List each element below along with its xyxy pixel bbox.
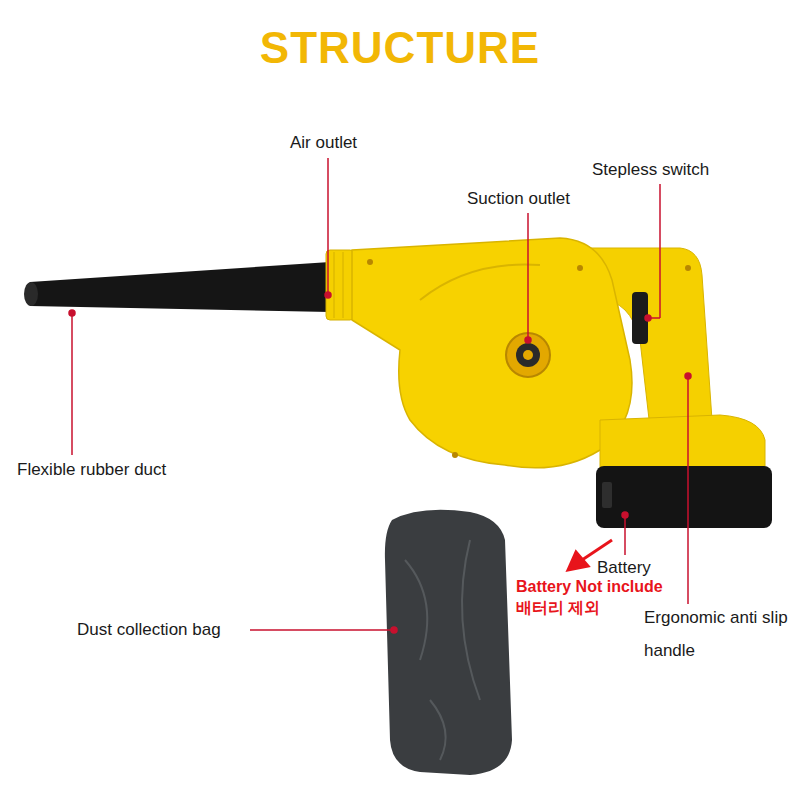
leader-dot xyxy=(391,627,397,633)
leader-line xyxy=(527,213,529,340)
bag-folds xyxy=(405,540,480,760)
leader-line xyxy=(71,313,73,455)
rubber-duct xyxy=(26,262,330,312)
leader-dot xyxy=(69,310,75,316)
part-label: Air outlet xyxy=(290,133,357,153)
battery-base xyxy=(600,415,765,468)
duct-mouth xyxy=(24,282,38,306)
collar-ridge xyxy=(334,252,335,318)
screw xyxy=(367,259,373,265)
part-label: Ergonomic anti slip handle xyxy=(644,601,794,667)
red-arrowhead xyxy=(568,552,588,570)
screw xyxy=(577,265,583,271)
part-label: Battery xyxy=(597,558,651,578)
suction-center xyxy=(523,350,533,360)
leader-dot xyxy=(622,512,628,518)
blower-body xyxy=(352,238,632,468)
leader-line xyxy=(659,184,661,318)
suction-grille xyxy=(506,333,550,377)
warning-note: 배터리 제외 xyxy=(516,598,600,618)
leader-line xyxy=(250,629,394,631)
suction-hub xyxy=(516,343,540,367)
leader-dot xyxy=(645,315,651,321)
battery-latch xyxy=(602,482,612,508)
leader-dot xyxy=(525,337,531,343)
diagram-title: STRUCTURE xyxy=(260,23,540,73)
battery-pack xyxy=(596,466,772,528)
collar-ridge xyxy=(343,252,344,318)
leader-line xyxy=(327,158,329,295)
outlet-collar xyxy=(326,250,354,320)
red-arrow xyxy=(582,540,612,560)
leader-dot xyxy=(685,373,691,379)
part-label: Suction outlet xyxy=(467,189,570,209)
leader-line xyxy=(687,376,689,604)
part-label: Dust collection bag xyxy=(77,620,221,640)
screw xyxy=(452,452,458,458)
body-seam xyxy=(420,264,540,300)
leader-dot xyxy=(325,292,331,298)
screw xyxy=(685,265,691,271)
leader-line xyxy=(624,515,626,555)
dust-bag xyxy=(385,510,512,775)
part-label: Stepless switch xyxy=(592,160,709,180)
warning-note: Battery Not include xyxy=(516,577,663,597)
part-label: Flexible rubber duct xyxy=(17,460,166,480)
